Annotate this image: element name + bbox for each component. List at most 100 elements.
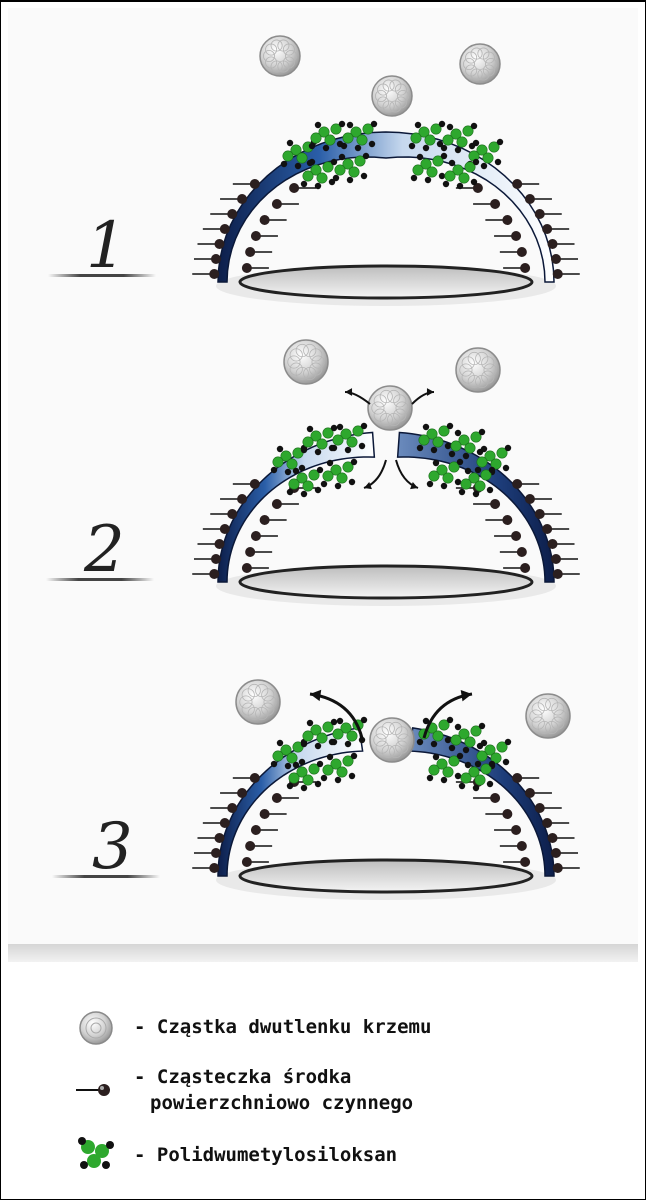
surfactant-molecule (272, 499, 299, 509)
surfactant-molecule (553, 863, 580, 873)
surfactant-molecule (210, 209, 237, 219)
surfactant-molecule (535, 209, 562, 219)
surfactant-molecule (192, 569, 219, 579)
pdms-molecule-icon (76, 1137, 116, 1171)
surfactant-molecule (203, 524, 230, 534)
surfactant-molecule (503, 263, 530, 273)
bubble-base (240, 566, 532, 598)
surfactant-molecule (260, 215, 287, 225)
silica-particle (460, 44, 500, 84)
arrow-head (427, 388, 434, 396)
surfactant-molecule (197, 833, 224, 843)
surfactant-molecule (194, 848, 221, 858)
silica-particle (260, 36, 300, 76)
surfactant-molecule (525, 494, 552, 504)
pdms-molecule (409, 121, 445, 151)
surfactant-molecule (242, 563, 269, 573)
surfactant-molecule (485, 809, 512, 819)
surfactant-molecule (272, 793, 299, 803)
surfactant-molecule (251, 531, 278, 541)
bubble-base (240, 860, 532, 892)
surfactant-molecule (233, 773, 260, 783)
silica-particle (368, 386, 412, 430)
bubble-film (218, 132, 554, 282)
surfactant-molecule (473, 499, 500, 509)
surfactant-molecule (485, 215, 512, 225)
surfactant-molecule (525, 194, 552, 204)
arrow-head (345, 388, 352, 396)
pdms-molecule (417, 717, 453, 747)
surfactant-molecule (245, 841, 272, 851)
surfactant-molecule (197, 539, 224, 549)
surfactant-molecule (245, 247, 272, 257)
surfactant-molecule (512, 773, 539, 783)
arrow-curve (396, 460, 418, 488)
surfactant-molecule (210, 803, 237, 813)
surfactant-molecule (242, 857, 269, 867)
surfactant-molecule (242, 263, 269, 273)
legend-surfactant-label-line2: powierzchniowo czynnego (150, 1090, 413, 1116)
surfactant-molecule (494, 531, 521, 541)
surfactant-molecule (548, 539, 575, 549)
surfactant-molecule (192, 269, 219, 279)
pdms-molecule (417, 423, 453, 453)
surfactant-molecule (473, 199, 500, 209)
legend-pdms-label: - Polidwumetylosiloksan (134, 1142, 397, 1168)
surfactant-molecule (245, 547, 272, 557)
surfactant-molecule (251, 825, 278, 835)
silica-particle (372, 76, 412, 116)
surfactant-molecule (535, 509, 562, 519)
surfactant-molecule (220, 494, 247, 504)
pdms-molecule (309, 121, 345, 151)
surfactant-molecule (503, 857, 530, 867)
pdms-molecule (427, 459, 463, 489)
surfactant-molecule (542, 818, 569, 828)
surfactant-molecule (260, 515, 287, 525)
surfactant-molecule (500, 841, 527, 851)
silica-particle (284, 340, 328, 384)
surfactant-molecule (542, 524, 569, 534)
surfactant-molecule (512, 479, 539, 489)
surfactant-molecule (551, 254, 578, 264)
surfactant-molecule (500, 247, 527, 257)
surfactant-molecule (500, 547, 527, 557)
surfactant-molecule (473, 793, 500, 803)
surfactant-molecule (220, 788, 247, 798)
surfactant-molecule (535, 803, 562, 813)
surfactant-molecule (203, 224, 230, 234)
surfactant-molecule (220, 194, 247, 204)
surfactant-molecule (192, 863, 219, 873)
silica-particle (236, 680, 280, 724)
silica-particle (526, 694, 570, 738)
surfactant-molecule (503, 563, 530, 573)
surfactant-molecule (553, 569, 580, 579)
pdms-molecule (449, 723, 485, 753)
legend-silica-label: - Cząstka dwutlenku krzemu (134, 1014, 431, 1040)
surfactant-molecule (260, 809, 287, 819)
bubble-film-right (409, 728, 554, 876)
surfactant-molecule (494, 825, 521, 835)
pdms-molecule (321, 459, 357, 489)
surfactant-molecule (203, 818, 230, 828)
surfactant-molecule (194, 554, 221, 564)
surfactant-molecule (551, 554, 578, 564)
surfactant-molecule (548, 833, 575, 843)
surfactant-molecule (194, 254, 221, 264)
surfactant-molecule (494, 231, 521, 241)
surfactant-molecule (548, 239, 575, 249)
surfactant-molecule (525, 788, 552, 798)
surfactant-molecule (512, 179, 539, 189)
arrow-curve (364, 460, 386, 488)
pdms-molecule (449, 429, 485, 459)
surfactant-molecule (233, 179, 260, 189)
surfactant-molecule (485, 515, 512, 525)
bubble-base (240, 266, 532, 298)
pdms-molecule (321, 753, 357, 783)
surfactant-molecule (553, 269, 580, 279)
surfactant-molecule (210, 509, 237, 519)
silica-particle-icon (76, 1008, 116, 1048)
pdms-molecule (441, 123, 477, 153)
pdms-molecule (427, 753, 463, 783)
surfactant-molecule-icon (72, 1080, 116, 1100)
bubble-film-right (398, 432, 554, 582)
